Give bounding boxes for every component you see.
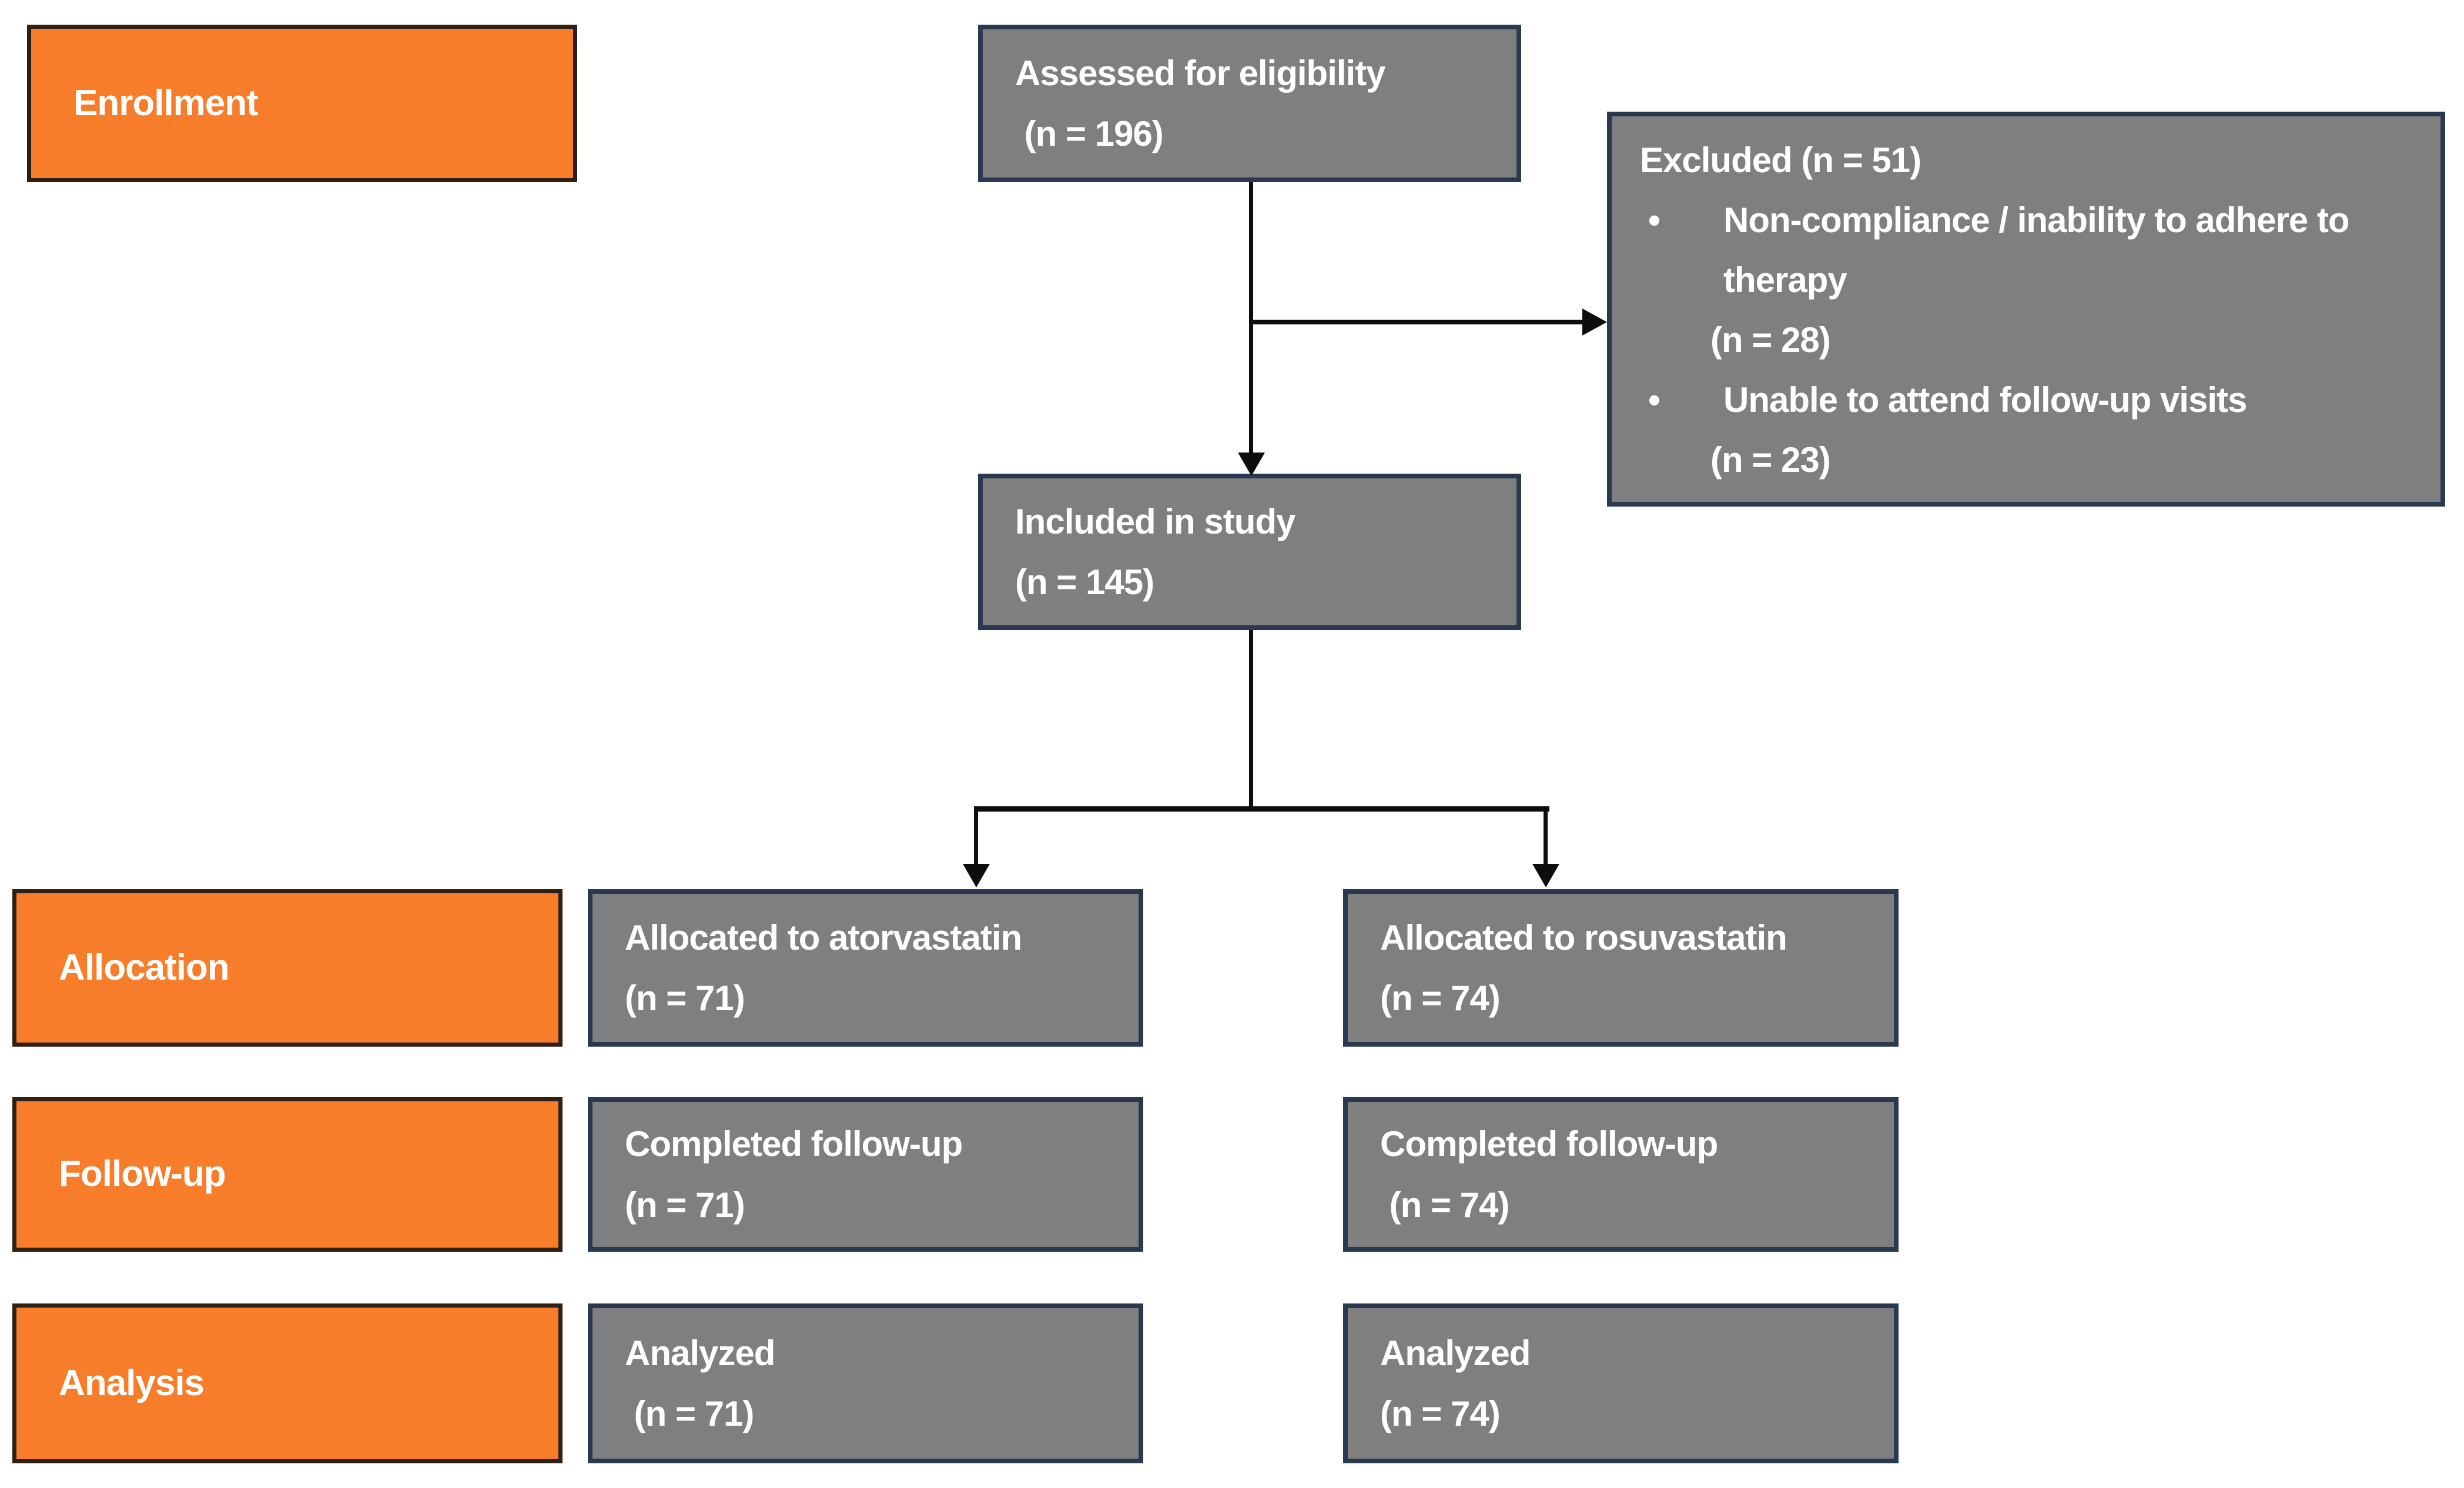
stage-box-enrollment: Enrollment — [27, 25, 577, 182]
connector-split-left — [974, 806, 978, 865]
node-analyzed-rosuvastatin: Analyzed (n = 74) — [1343, 1303, 1899, 1463]
stage-box-followup: Follow-up — [12, 1097, 563, 1252]
excluded-item-1-n: (n = 28) — [1710, 320, 1831, 360]
excluded-item-1-text: Non-compliance / inability to adhere to … — [1723, 200, 2359, 300]
node-allocated-rosuvastatin-line2: (n = 74) — [1380, 978, 1501, 1018]
node-analyzed-atorvastatin-line2: (n = 71) — [625, 1394, 755, 1433]
node-allocated-atorvastatin: Allocated to atorvastatin (n = 71) — [588, 889, 1143, 1047]
connector-assessed-to-included — [1249, 182, 1253, 454]
node-included: Included in study (n = 145) — [978, 474, 1521, 630]
node-allocated-rosuvastatin: Allocated to rosuvastatin (n = 74) — [1343, 889, 1899, 1047]
node-allocated-rosuvastatin-line1: Allocated to rosuvastatin — [1380, 917, 1787, 957]
arrowhead-into-excluded — [1582, 309, 1607, 336]
arrowhead-into-allocated-atorvastatin — [963, 864, 990, 887]
bullet-icon: • — [1648, 380, 1660, 420]
node-followup-atorvastatin-line1: Completed follow-up — [625, 1124, 963, 1164]
node-excluded: Excluded (n = 51) • Non-compliance / ina… — [1607, 112, 2445, 507]
stage-label-analysis: Analysis — [59, 1362, 205, 1403]
stage-label-enrollment: Enrollment — [73, 82, 259, 123]
node-included-line2: (n = 145) — [1015, 562, 1154, 602]
node-followup-rosuvastatin-line2: (n = 74) — [1380, 1185, 1510, 1225]
excluded-item-1-n-row: (n = 28) — [1640, 310, 2423, 370]
node-followup-atorvastatin: Completed follow-up (n = 71) — [588, 1097, 1143, 1252]
node-followup-rosuvastatin-line1: Completed follow-up — [1380, 1124, 1718, 1164]
stage-label-allocation: Allocation — [59, 947, 230, 988]
node-included-line1: Included in study — [1015, 501, 1295, 541]
stage-box-analysis: Analysis — [12, 1303, 563, 1463]
excluded-item-2-n-row: (n = 23) — [1640, 430, 2423, 490]
split-bar — [975, 806, 1549, 812]
connector-branch-to-excluded — [1251, 320, 1583, 324]
connector-included-to-split — [1249, 630, 1253, 809]
stage-box-allocation: Allocation — [12, 889, 563, 1047]
node-allocated-atorvastatin-line2: (n = 71) — [625, 978, 745, 1018]
connector-split-right — [1544, 806, 1548, 865]
node-assessed-eligibility: Assessed for eligibility (n = 196) — [978, 25, 1521, 182]
node-analyzed-rosuvastatin-line1: Analyzed — [1380, 1333, 1531, 1373]
node-followup-atorvastatin-line2: (n = 71) — [625, 1185, 745, 1225]
excluded-item-1: • Non-compliance / inability to adhere t… — [1640, 190, 2423, 310]
node-analyzed-atorvastatin: Analyzed (n = 71) — [588, 1303, 1143, 1463]
node-excluded-title: Excluded (n = 51) — [1640, 140, 1921, 180]
arrowhead-into-allocated-rosuvastatin — [1532, 864, 1559, 887]
excluded-item-2-n: (n = 23) — [1710, 440, 1831, 480]
node-analyzed-atorvastatin-line1: Analyzed — [625, 1333, 775, 1373]
excluded-item-2-text: Unable to attend follow-up visits — [1723, 380, 2247, 420]
node-allocated-atorvastatin-line1: Allocated to atorvastatin — [625, 917, 1022, 957]
bullet-icon: • — [1648, 200, 1660, 240]
stage-label-followup: Follow-up — [59, 1154, 226, 1195]
node-followup-rosuvastatin: Completed follow-up (n = 74) — [1343, 1097, 1899, 1252]
node-analyzed-rosuvastatin-line2: (n = 74) — [1380, 1394, 1501, 1433]
node-assessed-line1: Assessed for eligibility — [1015, 53, 1386, 93]
node-assessed-line2: (n = 196) — [1015, 114, 1164, 153]
arrowhead-into-included — [1238, 453, 1265, 476]
excluded-item-2: • Unable to attend follow-up visits — [1640, 370, 2423, 430]
